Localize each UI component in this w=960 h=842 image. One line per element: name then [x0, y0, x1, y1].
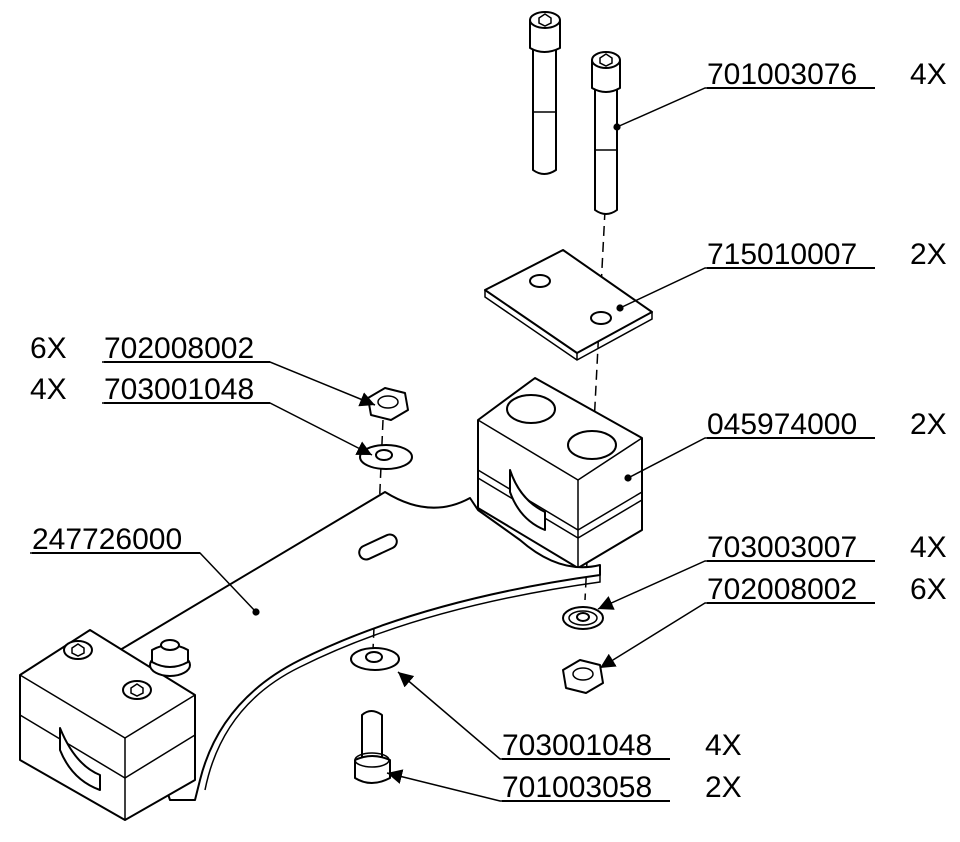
lock-washer-right — [562, 606, 604, 630]
hex-nut-upper — [367, 387, 409, 421]
callout-703001048-left: 4X 703001048 — [30, 373, 270, 406]
long-bolt-left — [529, 11, 561, 175]
quantity: 4X — [910, 531, 947, 564]
callout-703003007: 703003007 4X — [707, 531, 947, 564]
nut-stack-bracket — [149, 639, 191, 677]
part-number: 715010007 — [707, 238, 857, 271]
callout-701003058: 701003058 2X — [502, 771, 742, 804]
part-number: 703001048 — [104, 373, 254, 406]
clamp-cover-plate — [484, 249, 653, 361]
quantity: 4X — [705, 729, 742, 762]
callout-045974000: 045974000 2X — [707, 408, 947, 441]
part-number: 703003007 — [707, 531, 857, 564]
part-number: 703001048 — [502, 729, 652, 762]
part-number: 702008002 — [104, 332, 254, 365]
callout-702008002-left: 6X 702008002 — [30, 332, 270, 365]
quantity: 2X — [705, 771, 742, 804]
part-number: 702008002 — [707, 573, 857, 606]
callout-703001048-bottom: 703001048 4X — [502, 729, 742, 762]
quantity: 6X — [30, 332, 67, 365]
short-bolt — [354, 710, 391, 784]
clamp-body-upper — [477, 377, 643, 569]
callout-701003076: 701003076 4X — [707, 58, 947, 91]
quantity: 2X — [910, 238, 947, 271]
quantity: 6X — [910, 573, 947, 606]
clamp-body-lower — [19, 629, 196, 821]
quantity: 2X — [910, 408, 947, 441]
long-bolt-right — [591, 51, 621, 215]
quantity: 4X — [30, 373, 67, 406]
mounting-bracket — [119, 491, 601, 801]
quantity: 4X — [910, 58, 947, 91]
callout-702008002-right: 702008002 6X — [707, 573, 947, 606]
hex-nut-right — [562, 659, 604, 694]
part-number: 247726000 — [32, 523, 182, 556]
callout-247726000: 247726000 — [32, 523, 200, 556]
callout-715010007: 715010007 2X — [707, 238, 947, 271]
part-number: 045974000 — [707, 408, 857, 441]
part-number: 701003058 — [502, 771, 652, 804]
flat-washer-lower — [350, 647, 400, 671]
part-number: 701003076 — [707, 58, 857, 91]
flat-washer-upper — [359, 444, 413, 470]
